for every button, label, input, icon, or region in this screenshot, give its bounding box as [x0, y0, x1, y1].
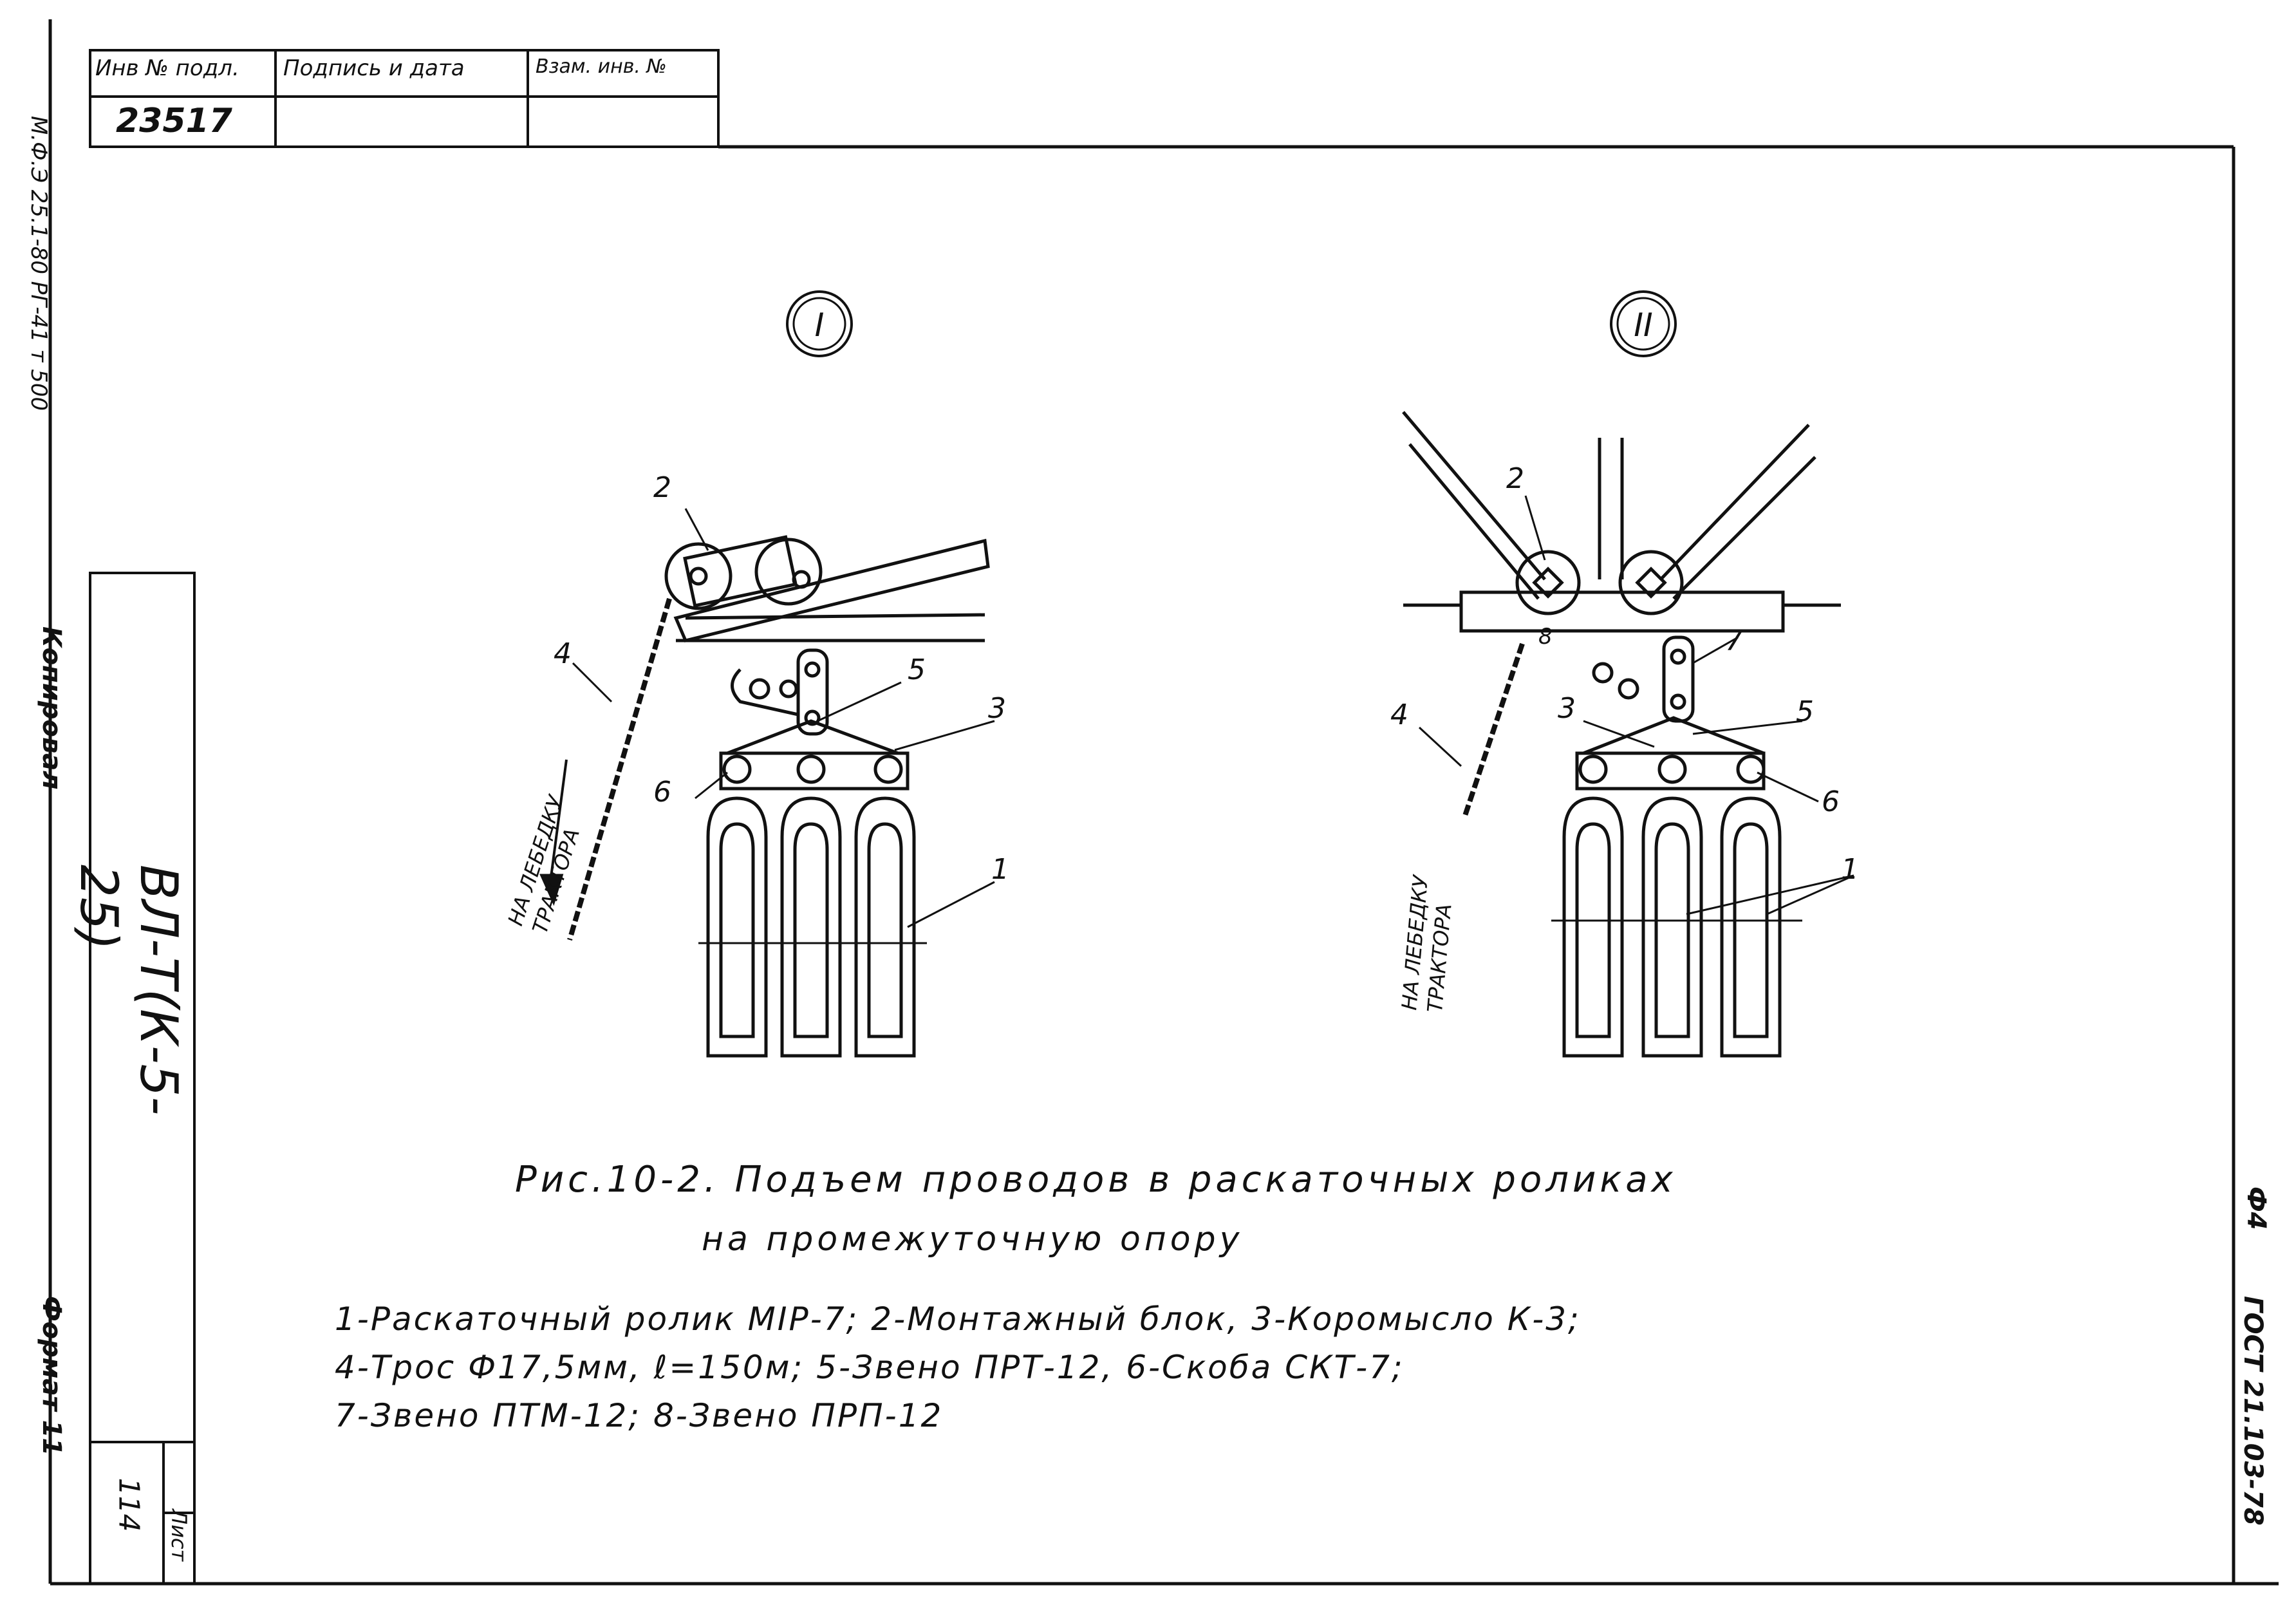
stamp-signature-header: Подпись и дата	[283, 55, 465, 81]
diagram-variant-2	[1402, 411, 1854, 1058]
gost-reference: ГОСТ 21.103-78	[2238, 1296, 2268, 1526]
caption-line-1: Рис.10-2. Подъем проводов в раскаточных …	[515, 1159, 1677, 1201]
sheet-number: 114	[112, 1477, 145, 1532]
legend-line-1: 1-Раскаточный ролик МІР-7; 2-Монтажный б…	[335, 1300, 1581, 1338]
v1-label-1: 1	[991, 853, 1009, 886]
v1-label-5: 5	[908, 653, 926, 686]
v2-label-2: 2	[1506, 462, 1524, 495]
document-code: ВЛ-Т(К-5-25)	[69, 865, 189, 1116]
copy-label: Копировал	[37, 626, 66, 790]
left-vertical-code: М.Ф.Э 25.1-80 РГ-41 т 500	[26, 116, 51, 411]
stamp-inv-header: Инв № подл.	[95, 55, 239, 81]
left-margin-block	[89, 572, 196, 1585]
v1-label-6: 6	[653, 776, 671, 809]
v2-label-7: 7	[1725, 624, 1743, 657]
v2-winch-label: НА ЛЕБЕДКУ ТРАКТОРА	[1397, 873, 1456, 1013]
diagram-variant-1	[539, 508, 995, 1058]
v2-label-4: 4	[1390, 698, 1408, 731]
variant-2-numeral: II	[1634, 306, 1653, 344]
variant-circles	[786, 290, 1677, 357]
v2-label-6: 6	[1822, 785, 1840, 818]
v1-label-3: 3	[988, 692, 1006, 725]
format-label: Формат 11	[37, 1296, 66, 1456]
inventory-stamp	[89, 49, 720, 148]
v1-label-4: 4	[554, 637, 572, 670]
legend-line-3: 7-Звено ПТМ-12; 8-Звено ПРП-12	[335, 1397, 944, 1434]
v2-label-1: 1	[1841, 853, 1859, 886]
legend-line-2: 4-Трос Ф17,5мм, ℓ=150м; 5-Звено ПРТ-12, …	[335, 1349, 1405, 1386]
v2-label-3: 3	[1558, 692, 1576, 725]
variant-1-numeral: I	[815, 306, 825, 344]
page-frame	[48, 19, 2279, 1586]
right-format-code: Ф4	[2241, 1186, 2271, 1230]
v2-label-5: 5	[1796, 695, 1814, 728]
v2-label-8: 8	[1538, 624, 1553, 650]
stamp-inv-number: 23517	[116, 102, 232, 140]
caption-line-2: на промежуточную опору	[702, 1220, 1244, 1259]
sheet-label: Лист	[167, 1509, 191, 1562]
stamp-replace-header: Взам. инв. №	[536, 55, 667, 78]
v1-label-2: 2	[653, 471, 671, 504]
